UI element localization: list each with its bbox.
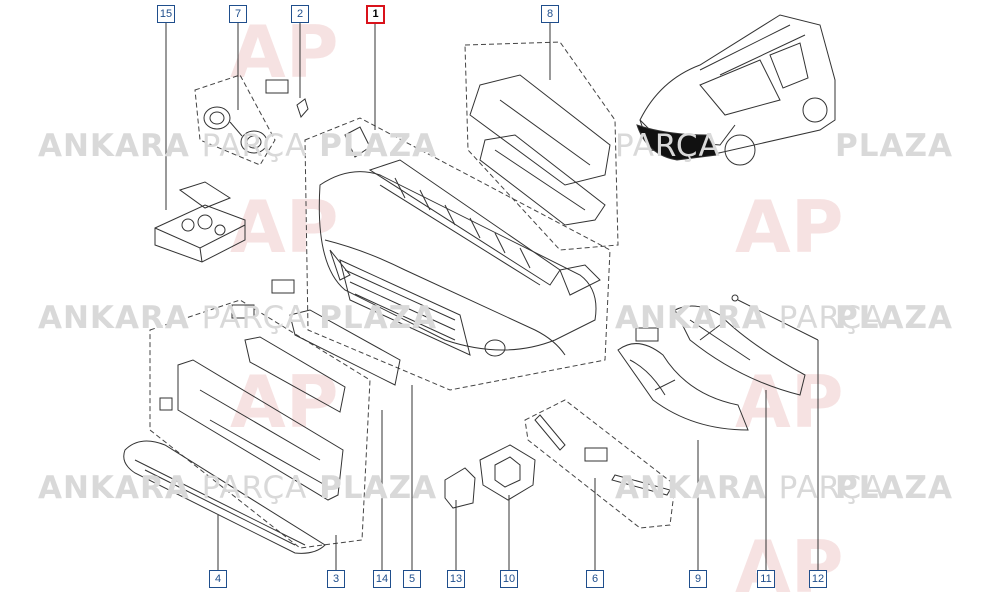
group-frame (149, 41, 676, 549)
part-10-bracket (479, 444, 536, 501)
callout-15[interactable]: 15 (157, 5, 175, 23)
watermark-logo: AP (735, 185, 844, 269)
part-2-clip (265, 79, 309, 118)
callout-5[interactable]: 5 (403, 570, 421, 588)
watermark-logo: AP (230, 360, 339, 444)
part-absorber (344, 126, 601, 296)
callout-2[interactable]: 2 (291, 5, 309, 23)
callout-14[interactable]: 14 (373, 570, 391, 588)
watermark-logo: AP (735, 360, 844, 444)
watermark-logo: AP (735, 525, 844, 609)
callout-10[interactable]: 10 (500, 570, 518, 588)
part-11-grille-frame (674, 305, 806, 396)
part-1-front-bumper (318, 171, 597, 357)
part-7-fog-lamps (203, 106, 268, 154)
part-15-bulb-kit (154, 181, 246, 263)
callout-8[interactable]: 8 (541, 5, 559, 23)
leader-lines (165, 23, 819, 570)
callout-12[interactable]: 12 (809, 570, 827, 588)
vehicle-illustration (636, 14, 836, 166)
part-4-skid-plate (123, 440, 326, 554)
callout-6[interactable]: 6 (586, 570, 604, 588)
part-5-plate-holder (271, 279, 401, 386)
callout-13[interactable]: 13 (447, 570, 465, 588)
callout-3[interactable]: 3 (327, 570, 345, 588)
part-6-strips (534, 414, 671, 496)
callout-7[interactable]: 7 (229, 5, 247, 23)
part-8-carrier (469, 74, 611, 226)
callout-9[interactable]: 9 (689, 570, 707, 588)
part-14-trim (231, 304, 346, 413)
part-12-screw (731, 294, 739, 302)
callout-11[interactable]: 11 (757, 570, 775, 588)
part-3-lower-grille (159, 359, 344, 501)
part-9-grille (617, 327, 749, 431)
part-13-bracket (444, 467, 476, 509)
callout-4[interactable]: 4 (209, 570, 227, 588)
callout-1[interactable]: 1 (366, 5, 385, 24)
